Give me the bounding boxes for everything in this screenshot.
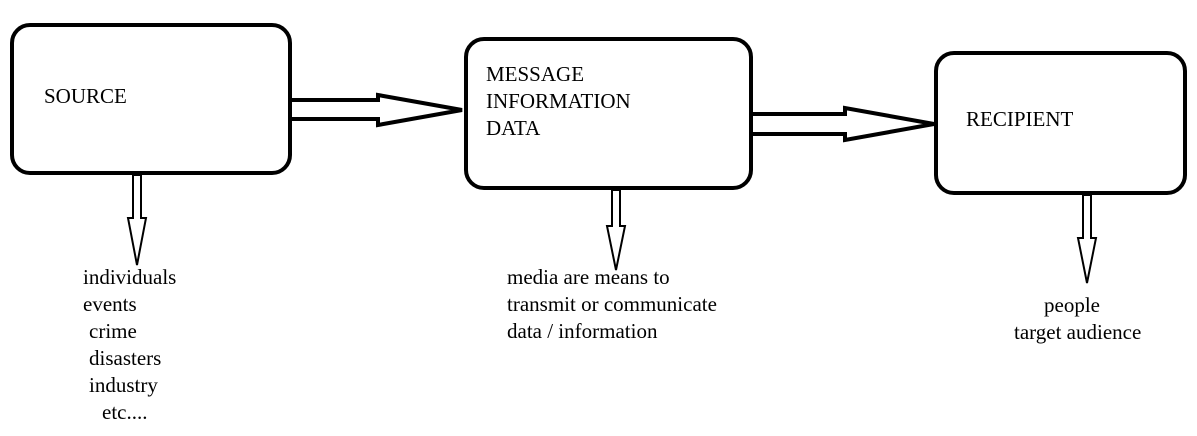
source-to-message-arrow xyxy=(288,92,463,128)
message-details: media are means to transmit or communica… xyxy=(507,264,717,345)
recipient-label: RECIPIENT xyxy=(966,107,1074,131)
list-item: data / information xyxy=(507,319,658,343)
list-item: transmit or communicate xyxy=(507,292,717,316)
message-label: MESSAGE INFORMATION DATA xyxy=(486,61,631,142)
list-item: industry xyxy=(89,373,158,397)
list-item: media are means to xyxy=(507,265,670,289)
source-down-arrow xyxy=(126,174,148,266)
source-details: individuals events crime disasters indus… xyxy=(83,264,176,426)
recipient-details: people target audience xyxy=(1014,292,1141,346)
recipient-down-arrow xyxy=(1076,194,1098,284)
list-item: people xyxy=(1044,293,1100,317)
message-label-line: DATA xyxy=(486,116,541,140)
list-item: individuals xyxy=(83,265,177,289)
message-label-line: MESSAGE xyxy=(486,62,585,86)
list-item: etc.... xyxy=(102,400,148,424)
list-item: crime xyxy=(89,319,137,343)
message-to-recipient-arrow xyxy=(749,105,935,143)
source-label: SOURCE xyxy=(44,84,127,108)
recipient-box xyxy=(934,51,1187,195)
list-item: events xyxy=(83,292,137,316)
message-down-arrow xyxy=(605,189,627,271)
list-item: target audience xyxy=(1014,320,1142,344)
list-item: disasters xyxy=(89,346,162,370)
message-label-line: INFORMATION xyxy=(486,89,631,113)
